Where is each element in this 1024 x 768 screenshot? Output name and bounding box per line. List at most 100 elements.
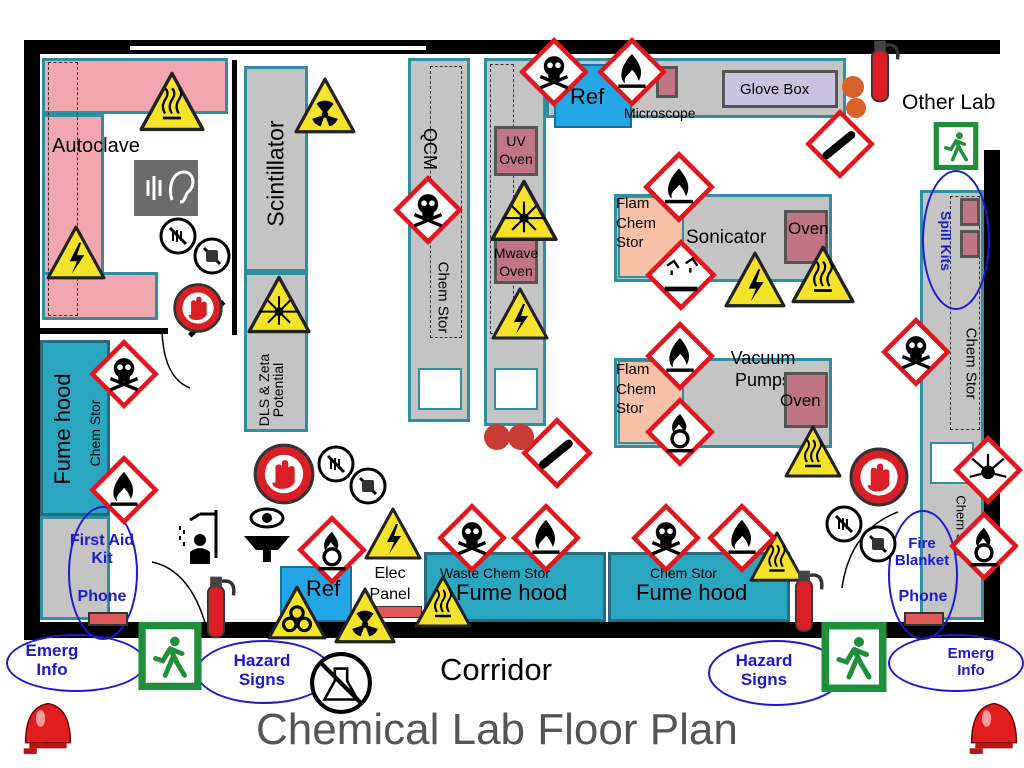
toxic-skull-icon: [90, 340, 158, 408]
center-sink: [494, 368, 538, 410]
inner-wall-autoclave-bottom: [40, 328, 168, 334]
hot-surface-icon: [136, 70, 208, 134]
fire-extinguisher-icon: [794, 568, 824, 634]
no-food-icon: [859, 525, 897, 563]
compressed-gas-icon: [806, 110, 874, 178]
door-swing-left: [151, 561, 207, 627]
corrosive-icon: [646, 240, 716, 310]
phone-right-label: Phone: [898, 588, 948, 605]
emergency-exit-icon: [932, 120, 980, 172]
gas-cylinder-top: [842, 76, 864, 98]
eye-wash-icon: [244, 507, 290, 562]
door-swing: [161, 331, 191, 389]
inner-wall-autoclave-right: [232, 60, 237, 335]
no-entry-hand-icon: [173, 283, 223, 333]
vacuum-pumps-label: Vacuum Pumps: [730, 348, 796, 390]
toxic-skull-icon: [632, 504, 700, 572]
gas-cylinder-top-2: [846, 98, 866, 118]
toxic-skull-icon: [882, 318, 950, 386]
scintillator-bench: [244, 66, 308, 272]
flammable-icon: [598, 38, 666, 106]
qcm-chem-stor-label: Chem Stor: [434, 261, 452, 334]
no-food-icon: [349, 467, 387, 505]
fume-hood-bottom-2-label: Fume hood: [636, 580, 748, 605]
autoclave-bench-top: [42, 58, 228, 114]
qcm-bench: [408, 58, 470, 422]
outer-wall-top: [24, 40, 1000, 54]
flammable-icon: [708, 504, 776, 572]
explosive-icon: [954, 436, 1022, 504]
hazard-signs-left-label: Hazard Signs: [233, 651, 291, 689]
radiation-icon: [330, 586, 400, 646]
vacuum-flam-label: Flam Chem Stor: [616, 361, 657, 417]
page-title: Chemical Lab Floor Plan: [256, 705, 738, 754]
phone-right-box: [904, 612, 944, 626]
scintillator-label: Scintillator: [262, 120, 289, 227]
first-aid-label: First Aid Kit: [69, 532, 135, 567]
corridor-label: Corridor: [440, 652, 552, 687]
biohazard-icon: [264, 584, 330, 642]
gas-cylinder-mid: [484, 424, 510, 450]
sonicator-flam-label: Flam Chem Stor: [616, 195, 657, 251]
gas-cylinder-mid-2: [508, 424, 534, 450]
fire-blanket-label: Fire Blanket: [894, 535, 950, 569]
hot-surface-icon: [788, 244, 858, 306]
oxidizer-icon: [646, 398, 714, 466]
laser-icon: [244, 274, 314, 336]
outer-wall-bottom: [24, 622, 1000, 638]
hazard-signs-right-label: Hazard Signs: [735, 651, 793, 689]
uv-oven-label: UV Oven: [499, 133, 533, 168]
no-entry-hand-icon: [849, 447, 909, 507]
dls-label: DLS & Zeta Potential: [256, 353, 286, 427]
no-food-icon: [193, 237, 231, 275]
oxidizer-icon: [950, 512, 1018, 580]
sonicator-oven-label: Oven: [788, 219, 829, 238]
other-lab-label: Other Lab: [902, 91, 996, 114]
toxic-skull-icon: [520, 38, 588, 106]
autoclave-dashed: [48, 62, 78, 316]
electrical-hazard-icon: [722, 250, 788, 310]
flammable-icon: [512, 504, 580, 572]
qcm-label: QCM: [420, 128, 440, 170]
hot-surface-icon: [780, 424, 846, 480]
spill-kits-label: Spill Kits: [938, 211, 954, 271]
emergency-exit-icon: [136, 622, 204, 690]
microscope-label: Microscope: [624, 105, 696, 121]
elec-panel-label: Elec Panel: [369, 565, 411, 603]
ref-top-label: Ref: [570, 84, 605, 109]
sonicator-label: Sonicator: [686, 227, 767, 248]
oxidizer-icon: [298, 516, 366, 584]
electrical-hazard-icon: [44, 224, 108, 282]
glove-box: [722, 70, 838, 108]
phone-left-box: [88, 612, 128, 626]
hot-surface-icon: [412, 574, 474, 630]
fume-hood-bottom-2: [608, 552, 790, 622]
right-chem-stor-label: Chem Stor: [962, 327, 980, 400]
fume-hood-bottom-1-label: Fume hood: [456, 580, 568, 605]
electrical-hazard-icon: [490, 286, 550, 342]
fire-alarm-bell-icon: [23, 702, 72, 755]
vacuum-oven: [784, 372, 828, 428]
flammable-icon: [90, 456, 158, 524]
fume-hood-left-label: Fume hood: [50, 373, 75, 485]
glove-box-label: Glove Box: [740, 81, 810, 98]
top-wall-gap: [130, 46, 426, 50]
compressed-gas-icon: [522, 418, 592, 488]
no-glassware-icon: [308, 650, 374, 716]
phone-left-label: Phone: [77, 588, 127, 605]
fire-alarm-bell-icon: [969, 702, 1018, 755]
no-entry-hand-icon: [253, 443, 315, 505]
mwave-oven: [494, 238, 538, 284]
emerg-info-left-label: Emerg Info: [25, 641, 79, 679]
emerg-info-right-label: Emerg Info: [947, 645, 995, 679]
emergency-exit-icon: [820, 622, 888, 692]
autoclave-label: Autoclave: [52, 135, 140, 157]
toxic-skull-icon: [394, 176, 462, 244]
electrical-hazard-icon: [360, 506, 426, 562]
vacuum-oven-label: Oven: [780, 391, 821, 410]
waste-chem-stor-label: Waste Chem Stor: [440, 565, 550, 581]
spill-kits-ellipse: [922, 170, 990, 310]
flammable-icon: [646, 322, 714, 390]
outer-wall-left: [24, 40, 40, 640]
toxic-skull-icon: [438, 504, 506, 572]
